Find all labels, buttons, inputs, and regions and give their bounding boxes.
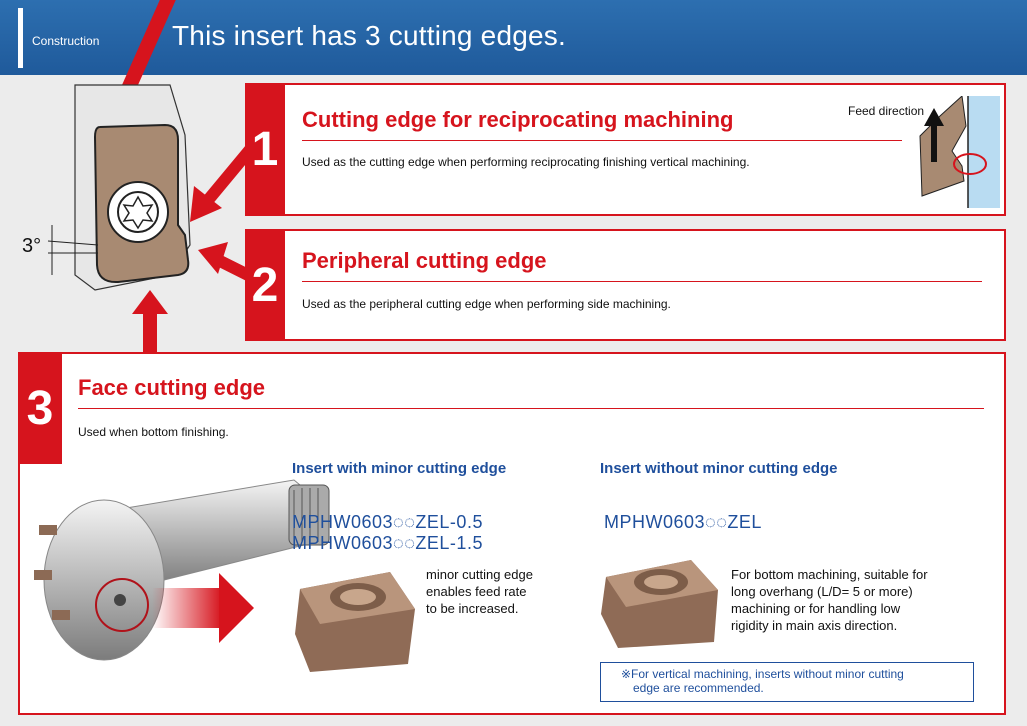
header-banner: Construction This insert has 3 cutting e… xyxy=(0,0,1027,85)
insert-diagram xyxy=(47,84,191,291)
edge-title-2: Peripheral cutting edge xyxy=(302,248,547,273)
arrow-3-icon xyxy=(132,290,168,355)
insert-without-minor-image xyxy=(601,560,718,648)
edge-arrows xyxy=(190,136,263,286)
feed-direction-label: Feed direction xyxy=(848,104,925,118)
without-minor-desc-line: machining or for handling low xyxy=(731,601,901,616)
without-minor-desc: For bottom machining, suitable for long … xyxy=(731,566,928,634)
with-minor-code-1: MPHW0603◌◌ZEL-0.5 xyxy=(292,512,483,532)
recommendation-note: ※For vertical machining, inserts without… xyxy=(600,662,974,702)
note-line: edge are recommended. xyxy=(633,681,764,695)
page-title: This insert has 3 cutting edges. xyxy=(172,20,566,51)
edge-number-3: 3 xyxy=(18,352,62,464)
divider xyxy=(78,408,984,409)
tool-diagram: 3° xyxy=(0,75,240,375)
edge-panel-1 xyxy=(258,83,1006,216)
with-minor-desc-line: minor cutting edge xyxy=(426,567,533,582)
without-minor-desc-line: long overhang (L/D= 5 or more) xyxy=(731,584,913,599)
edge-number-1: 1 xyxy=(245,83,285,216)
divider xyxy=(302,281,982,282)
with-minor-desc-line: to be increased. xyxy=(426,601,519,616)
header-accent-bar xyxy=(18,8,23,68)
without-minor-desc-line: rigidity in main axis direction. xyxy=(731,618,898,633)
with-minor-code-2: MPHW0603◌◌ZEL-1.5 xyxy=(292,533,483,553)
edge-title-1: Cutting edge for reciprocating machining xyxy=(302,107,734,132)
edge-desc-1: Used as the cutting edge when performing… xyxy=(302,155,750,169)
edge-title-3: Face cutting edge xyxy=(78,375,266,400)
feed-diagram xyxy=(919,96,1000,208)
with-minor-desc-line: enables feed rate xyxy=(426,584,527,599)
edge-number-2: 2 xyxy=(245,229,285,341)
with-minor-heading: Insert with minor cutting edge xyxy=(292,460,507,477)
without-minor-heading: Insert without minor cutting edge xyxy=(600,460,838,477)
section-label: Construction xyxy=(32,34,100,48)
slash-icon xyxy=(122,0,176,85)
edge-desc-3: Used when bottom finishing. xyxy=(78,425,229,439)
with-minor-desc: minor cutting edge enables feed rate to … xyxy=(426,566,533,617)
note-line: ※For vertical machining, inserts without… xyxy=(621,667,904,681)
without-minor-desc-line: For bottom machining, suitable for xyxy=(731,567,928,582)
insert-with-minor-image xyxy=(295,572,415,672)
divider xyxy=(302,140,902,141)
edge-desc-2: Used as the peripheral cutting edge when… xyxy=(302,297,671,311)
edge-panel-2 xyxy=(258,229,1006,341)
without-minor-code: MPHW0603◌◌ZEL xyxy=(604,512,762,532)
angle-label: 3° xyxy=(22,235,42,257)
milling-cutter-image xyxy=(34,479,330,661)
